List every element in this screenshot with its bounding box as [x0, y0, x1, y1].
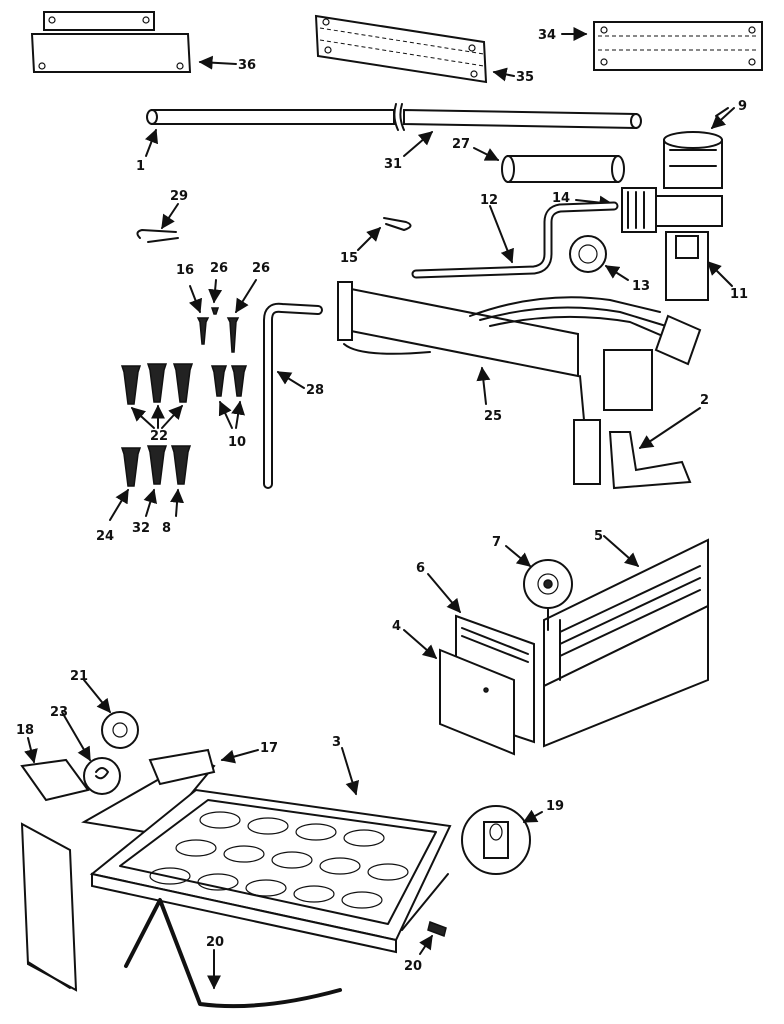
callout-5: 6 — [416, 561, 425, 576]
callout-10: 10 — [228, 435, 246, 450]
callout-16: 26 — [210, 261, 228, 276]
part-20-pin — [419, 921, 447, 955]
part-1-31-tube — [144, 103, 642, 157]
part-27-sleeve — [473, 147, 625, 183]
screw-group-22 — [120, 363, 194, 429]
callout-25: 25 — [484, 409, 502, 424]
callout-19: 20 — [206, 935, 224, 950]
part-34-plate — [561, 21, 763, 71]
part-7-cover — [543, 535, 709, 748]
callout-15-visible: 15 — [340, 251, 358, 266]
callout-7: 5 — [594, 529, 603, 544]
callout-22: 22 — [150, 429, 168, 444]
part-3-cam — [401, 805, 543, 931]
callout-34: 34 — [538, 28, 556, 43]
callout-32: 8 — [162, 521, 171, 536]
part-8-switch — [505, 545, 573, 631]
part-9-water-valve — [575, 107, 735, 301]
callout-12: 12 — [480, 193, 498, 208]
callout-36: 36 — [238, 58, 256, 73]
callout-18: 17 — [260, 741, 278, 756]
part-19-shutoff-arm — [124, 898, 342, 1009]
callout-9: 9 — [738, 99, 747, 114]
callout-2: 2 — [700, 393, 709, 408]
part-35-plate — [314, 14, 515, 84]
callout-23: 18 — [16, 723, 34, 738]
callout-3: 19 — [546, 799, 564, 814]
callout-27: 27 — [452, 137, 470, 152]
callout-14: 14 — [552, 191, 570, 206]
part-21-spring — [61, 711, 121, 795]
screw-group-10 — [210, 365, 248, 429]
part-4-bushing — [83, 679, 139, 749]
callout-11: 11 — [730, 287, 748, 302]
part-15-clip — [357, 217, 412, 251]
callout-35: 35 — [516, 70, 534, 85]
part-6-mounting-plate — [403, 629, 515, 756]
callout-30: 16 — [176, 263, 194, 278]
callout-29: 29 — [170, 189, 188, 204]
callout-24: 32 — [132, 521, 150, 536]
part-28-tube — [263, 302, 323, 489]
callout-21: 23 — [50, 705, 68, 720]
part-23-housing — [20, 737, 90, 992]
part-36-bracket — [30, 11, 237, 73]
callout-13: 13 — [632, 279, 650, 294]
part-33-24-32-screws — [109, 445, 192, 521]
callout-6: 4 — [392, 619, 401, 634]
callout-8: 7 — [492, 535, 501, 550]
part-12-fill-tube — [411, 201, 619, 279]
callout-31: 31 — [384, 157, 402, 172]
callout-33: 24 — [96, 529, 114, 544]
part-17-mold — [89, 747, 452, 954]
mold-cavities — [149, 811, 409, 909]
part-29-clip — [136, 203, 179, 243]
part-22-10-screws — [120, 363, 248, 429]
callout-20: 20 — [404, 959, 422, 974]
part-25-harness — [337, 281, 702, 485]
part-13-grommet — [569, 235, 629, 281]
part-18-cover — [81, 748, 259, 836]
callout-4: 21 — [70, 669, 88, 684]
callout-26: 26 — [252, 261, 270, 276]
callout-1: 1 — [136, 159, 145, 174]
callout-17: 3 — [332, 735, 341, 750]
callout-28: 28 — [306, 383, 324, 398]
part-2-bracket — [608, 407, 701, 490]
part-30-16-26-small-screws — [188, 279, 257, 353]
